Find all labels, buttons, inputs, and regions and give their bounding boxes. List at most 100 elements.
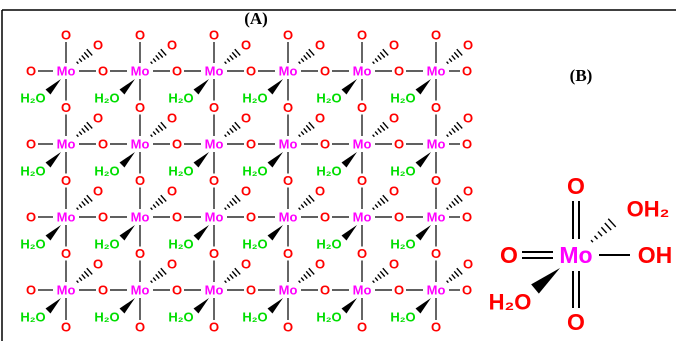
oxygen-atom-terminal: O [209,28,219,43]
wedge-bond [45,225,61,241]
wedge-bond [193,152,209,168]
water-ligand: H₂O [316,310,341,325]
oxygen-atom-axial: O [241,111,251,126]
molybdenum-atom: Mo [353,137,372,152]
oxygen-atom-bridge: O [320,210,330,225]
water-ligand: H₂O [390,91,415,106]
oxygen-atom-terminal: O [283,320,293,335]
oxygen-atom-bridge: O [462,210,472,225]
water-ligand: H₂O [20,164,45,179]
hashed-bond [150,267,167,284]
hashed-bond [446,267,463,284]
oxygen-atom-bridge: O [462,283,472,298]
hashed-bond [372,194,389,211]
oxygen-atom-terminal: O [26,64,36,79]
hashed-bond [224,48,241,65]
oxygen-atom-axial: O [463,111,473,126]
oxygen-atom-axial: O [315,257,325,272]
hashed-bond [372,48,389,65]
oxygen-atom-bridge: O [431,173,441,188]
wedge-bond [119,152,135,168]
molybdenum-atom: Mo [279,283,298,298]
hashed-bond [224,194,241,211]
hashed-bond [76,267,93,284]
molybdenum-atom: Mo [57,283,76,298]
wedge-bond [119,298,135,314]
water-ligand: H₂O [94,310,119,325]
oxygen-atom-bridge: O [357,173,367,188]
oxygen-atom-axial: O [315,38,325,53]
oxygen-atom-bridge: O [172,283,182,298]
molybdenum-atom: Mo [205,283,224,298]
hashed-bond [76,121,93,138]
oxygen-atom-axial: O [389,38,399,53]
molybdenum-atom: Mo [57,137,76,152]
water-ligand: H₂O [168,91,193,106]
oxygen-atom-axial: O [315,111,325,126]
water-ligand: H₂O [242,164,267,179]
oxygen-atom-axial: O [167,111,177,126]
oxygen-atom-bridge: O [394,210,404,225]
molybdenum-atom: Mo [57,64,76,79]
hydroxyl-group: OH [638,242,673,268]
oxygen-atom-bridge: O [246,283,256,298]
molybdenum-atom: Mo [57,210,76,225]
molybdenum-atom: Mo [131,283,150,298]
oxygen-atom-bridge: O [357,100,367,115]
oxygen-atom-terminal: O [26,210,36,225]
oxygen-atom-bottom: O [567,309,585,335]
wedge-bond [45,152,61,168]
oxygen-atom-bridge: O [98,137,108,152]
molybdenum-atom: Mo [427,137,446,152]
oxygen-atom-bridge: O [394,283,404,298]
oxygen-atom-axial: O [463,184,473,199]
hashed-bond [298,194,315,211]
molybdenum-atom: Mo [427,283,446,298]
oxygen-atom-bridge: O [61,100,71,115]
wedge-bond [267,152,283,168]
hashed-bond [298,267,315,284]
water-ligand: H₂O [242,237,267,252]
oxygen-atom-axial: O [167,38,177,53]
hashed-bond [446,194,463,211]
oxygen-atom-terminal: O [61,28,71,43]
oxygen-atom-axial: O [93,111,103,126]
oxygen-atom-bridge: O [135,100,145,115]
oxygen-atom-axial: O [241,257,251,272]
oxygen-atom-bridge: O [462,137,472,152]
oxygen-atom-terminal: O [431,320,441,335]
oxygen-atom-bridge: O [209,100,219,115]
molybdenum-atom: Mo [131,137,150,152]
wedge-bond [119,79,135,95]
water-ligand-lower: H₂O [489,290,532,315]
molybdenum-atom: Mo [353,283,372,298]
panel-a-label: (A) [244,9,268,28]
oxygen-atom-bridge: O [320,64,330,79]
oxygen-atom-axial: O [463,257,473,272]
molybdenum-atom: Mo [427,64,446,79]
molybdenum-atom: Mo [279,137,298,152]
molybdenum-atom: Mo [279,64,298,79]
hashed-bond [76,48,93,65]
wedge-bond [119,225,135,241]
molybdenum-atom: Mo [131,210,150,225]
oxygen-atom-axial: O [241,38,251,53]
oxygen-atom-terminal: O [135,320,145,335]
water-ligand: H₂O [168,310,193,325]
wedge-bond [415,298,431,314]
wedge-bond [415,225,431,241]
wedge-bond [45,298,61,314]
oxygen-atom-terminal: O [26,283,36,298]
oxygen-atom-terminal: O [135,28,145,43]
wedge-bond [415,79,431,95]
wedge-bond [341,225,357,241]
hashed-bond [372,121,389,138]
water-ligand: H₂O [390,310,415,325]
oxygen-atom-terminal: O [209,320,219,335]
wedge-bond [341,79,357,95]
water-ligand: H₂O [242,310,267,325]
molybdenum-atom: Mo [353,64,372,79]
